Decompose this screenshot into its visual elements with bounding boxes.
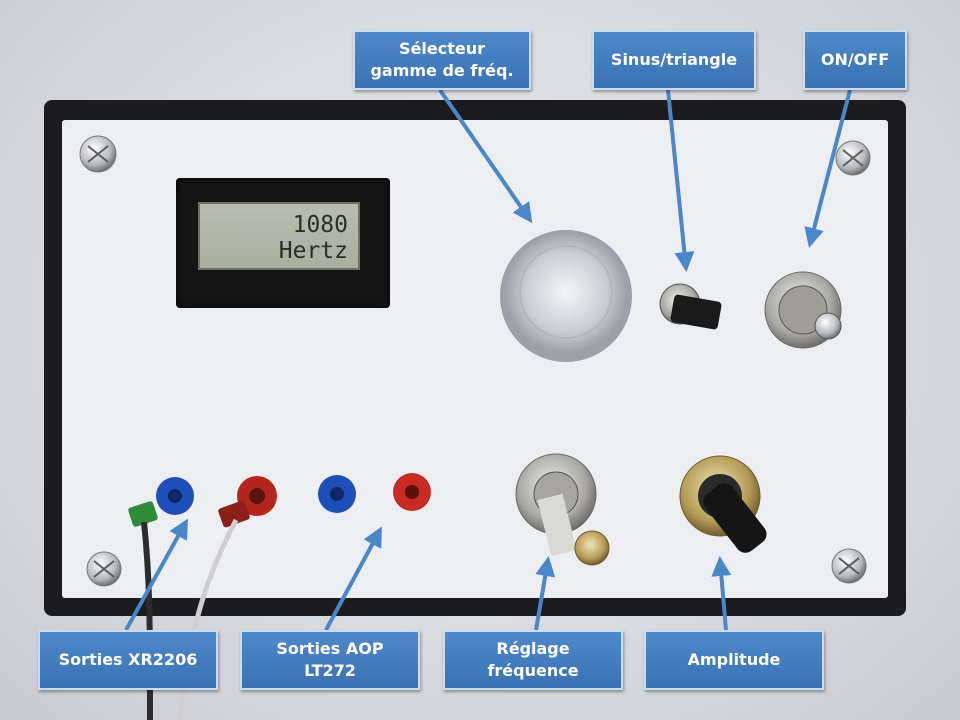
callout-xr2206-outputs: Sorties XR2206 — [38, 630, 218, 690]
frequency-value: 1080 — [292, 212, 348, 238]
arrow-icon — [124, 518, 188, 631]
callout-freq-range-selector: Sélecteur gamme de fréq. — [353, 30, 531, 90]
callout-line: Sorties XR2206 — [58, 650, 198, 669]
screw-icon — [835, 140, 871, 176]
arrow-icon — [438, 88, 533, 224]
callout-line: Amplitude — [687, 650, 781, 669]
screw-icon — [79, 135, 117, 173]
arrow-icon — [534, 556, 556, 631]
callout-line: fréquence — [487, 661, 579, 680]
arrow-icon — [666, 89, 695, 272]
knob-icon — [500, 230, 632, 362]
toggle-switch-icon — [659, 283, 722, 330]
lcd-screen: 1080 Hertz — [198, 202, 360, 270]
callout-freq-adjust: Réglage fréquence — [443, 630, 623, 690]
callout-power: ON/OFF — [803, 30, 907, 90]
banana-jack-icon — [128, 477, 194, 527]
callout-line: gamme de fréq. — [370, 61, 514, 80]
callout-line: Sinus/triangle — [610, 50, 738, 69]
frequency-unit: Hertz — [278, 238, 348, 264]
banana-jack-icon — [318, 475, 356, 513]
test-lead — [141, 521, 153, 720]
callout-line: Réglage — [496, 639, 570, 658]
callout-line: Sorties AOP — [276, 639, 384, 658]
arrow-icon — [324, 526, 382, 631]
callout-line: LT272 — [304, 661, 356, 680]
lcd-display: 1080 Hertz — [176, 178, 390, 308]
arrow-icon — [711, 556, 732, 631]
toggle-switch-icon — [764, 271, 842, 349]
arrow-icon — [804, 89, 852, 248]
callout-line: Sélecteur — [399, 39, 485, 58]
callout-aop-outputs: Sorties AOP LT272 — [240, 630, 420, 690]
potentiometer-icon — [515, 453, 610, 566]
banana-jack-icon — [218, 476, 277, 528]
screw-icon — [831, 548, 867, 584]
banana-jack-icon — [393, 473, 431, 511]
callout-amplitude: Amplitude — [644, 630, 824, 690]
callout-waveform: Sinus/triangle — [592, 30, 756, 90]
screw-icon — [86, 551, 122, 587]
callout-line: ON/OFF — [820, 50, 890, 69]
potentiometer-icon — [679, 455, 767, 553]
